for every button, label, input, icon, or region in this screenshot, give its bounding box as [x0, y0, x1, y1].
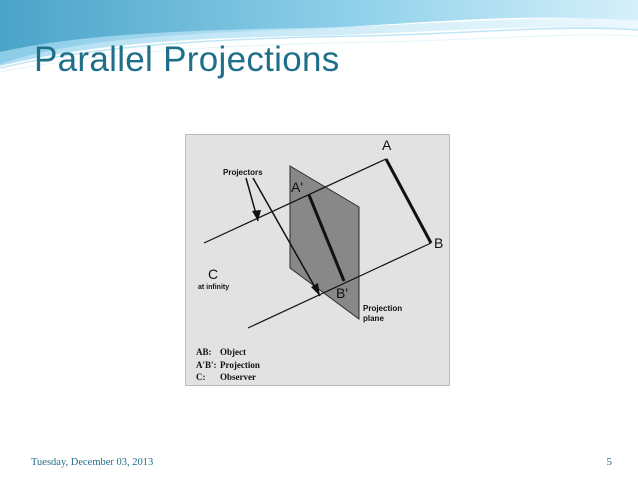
legend-key: A'B': [196, 359, 217, 370]
projector-arrowhead-1 [252, 210, 261, 221]
projector-arrowhead-2 [311, 283, 320, 296]
legend-key: AB: [196, 347, 212, 357]
projection-drawing [203, 158, 433, 329]
projector-line-b [247, 242, 432, 329]
observer-letter-label: C [208, 266, 219, 282]
slide-number: 5 [606, 456, 613, 468]
legend-text: Observer [220, 372, 256, 382]
plane-label-line1: Projection [363, 304, 403, 313]
slide-title: Parallel Projections [34, 40, 340, 79]
observer-note-label: at infinity [198, 284, 230, 291]
legend-row-projection: A'B':Projection [196, 359, 446, 372]
plane-label-line2: plane [363, 314, 384, 323]
header-wave-decoration [0, 0, 638, 73]
point-a-prime-label: A' [291, 179, 304, 195]
projection-line-a-prime-b-prime [307, 194, 346, 282]
parallel-projection-diagram: A B A' B' Projectors C at infinity Proje… [185, 134, 450, 386]
legend-row-object: AB: Object [196, 346, 446, 359]
projection-plane [289, 165, 360, 320]
projector-arrow-shaft-2 [252, 177, 321, 297]
point-a-label: A [382, 137, 392, 153]
figure-legend: AB: Object A'B':Projection C: Observer [196, 346, 446, 384]
projector-line-a [203, 158, 387, 244]
legend-row-observer: C: Observer [196, 371, 446, 384]
object-line-ab [384, 158, 433, 244]
legend-text: Object [220, 347, 246, 357]
legend-text: Projection [220, 359, 260, 370]
footer-date: Tuesday, December 03, 2013 [31, 457, 154, 468]
point-b-prime-label: B' [336, 285, 349, 301]
projectors-label: Projectors [223, 168, 263, 177]
point-b-label: B [434, 235, 444, 251]
legend-key: C: [196, 372, 206, 382]
